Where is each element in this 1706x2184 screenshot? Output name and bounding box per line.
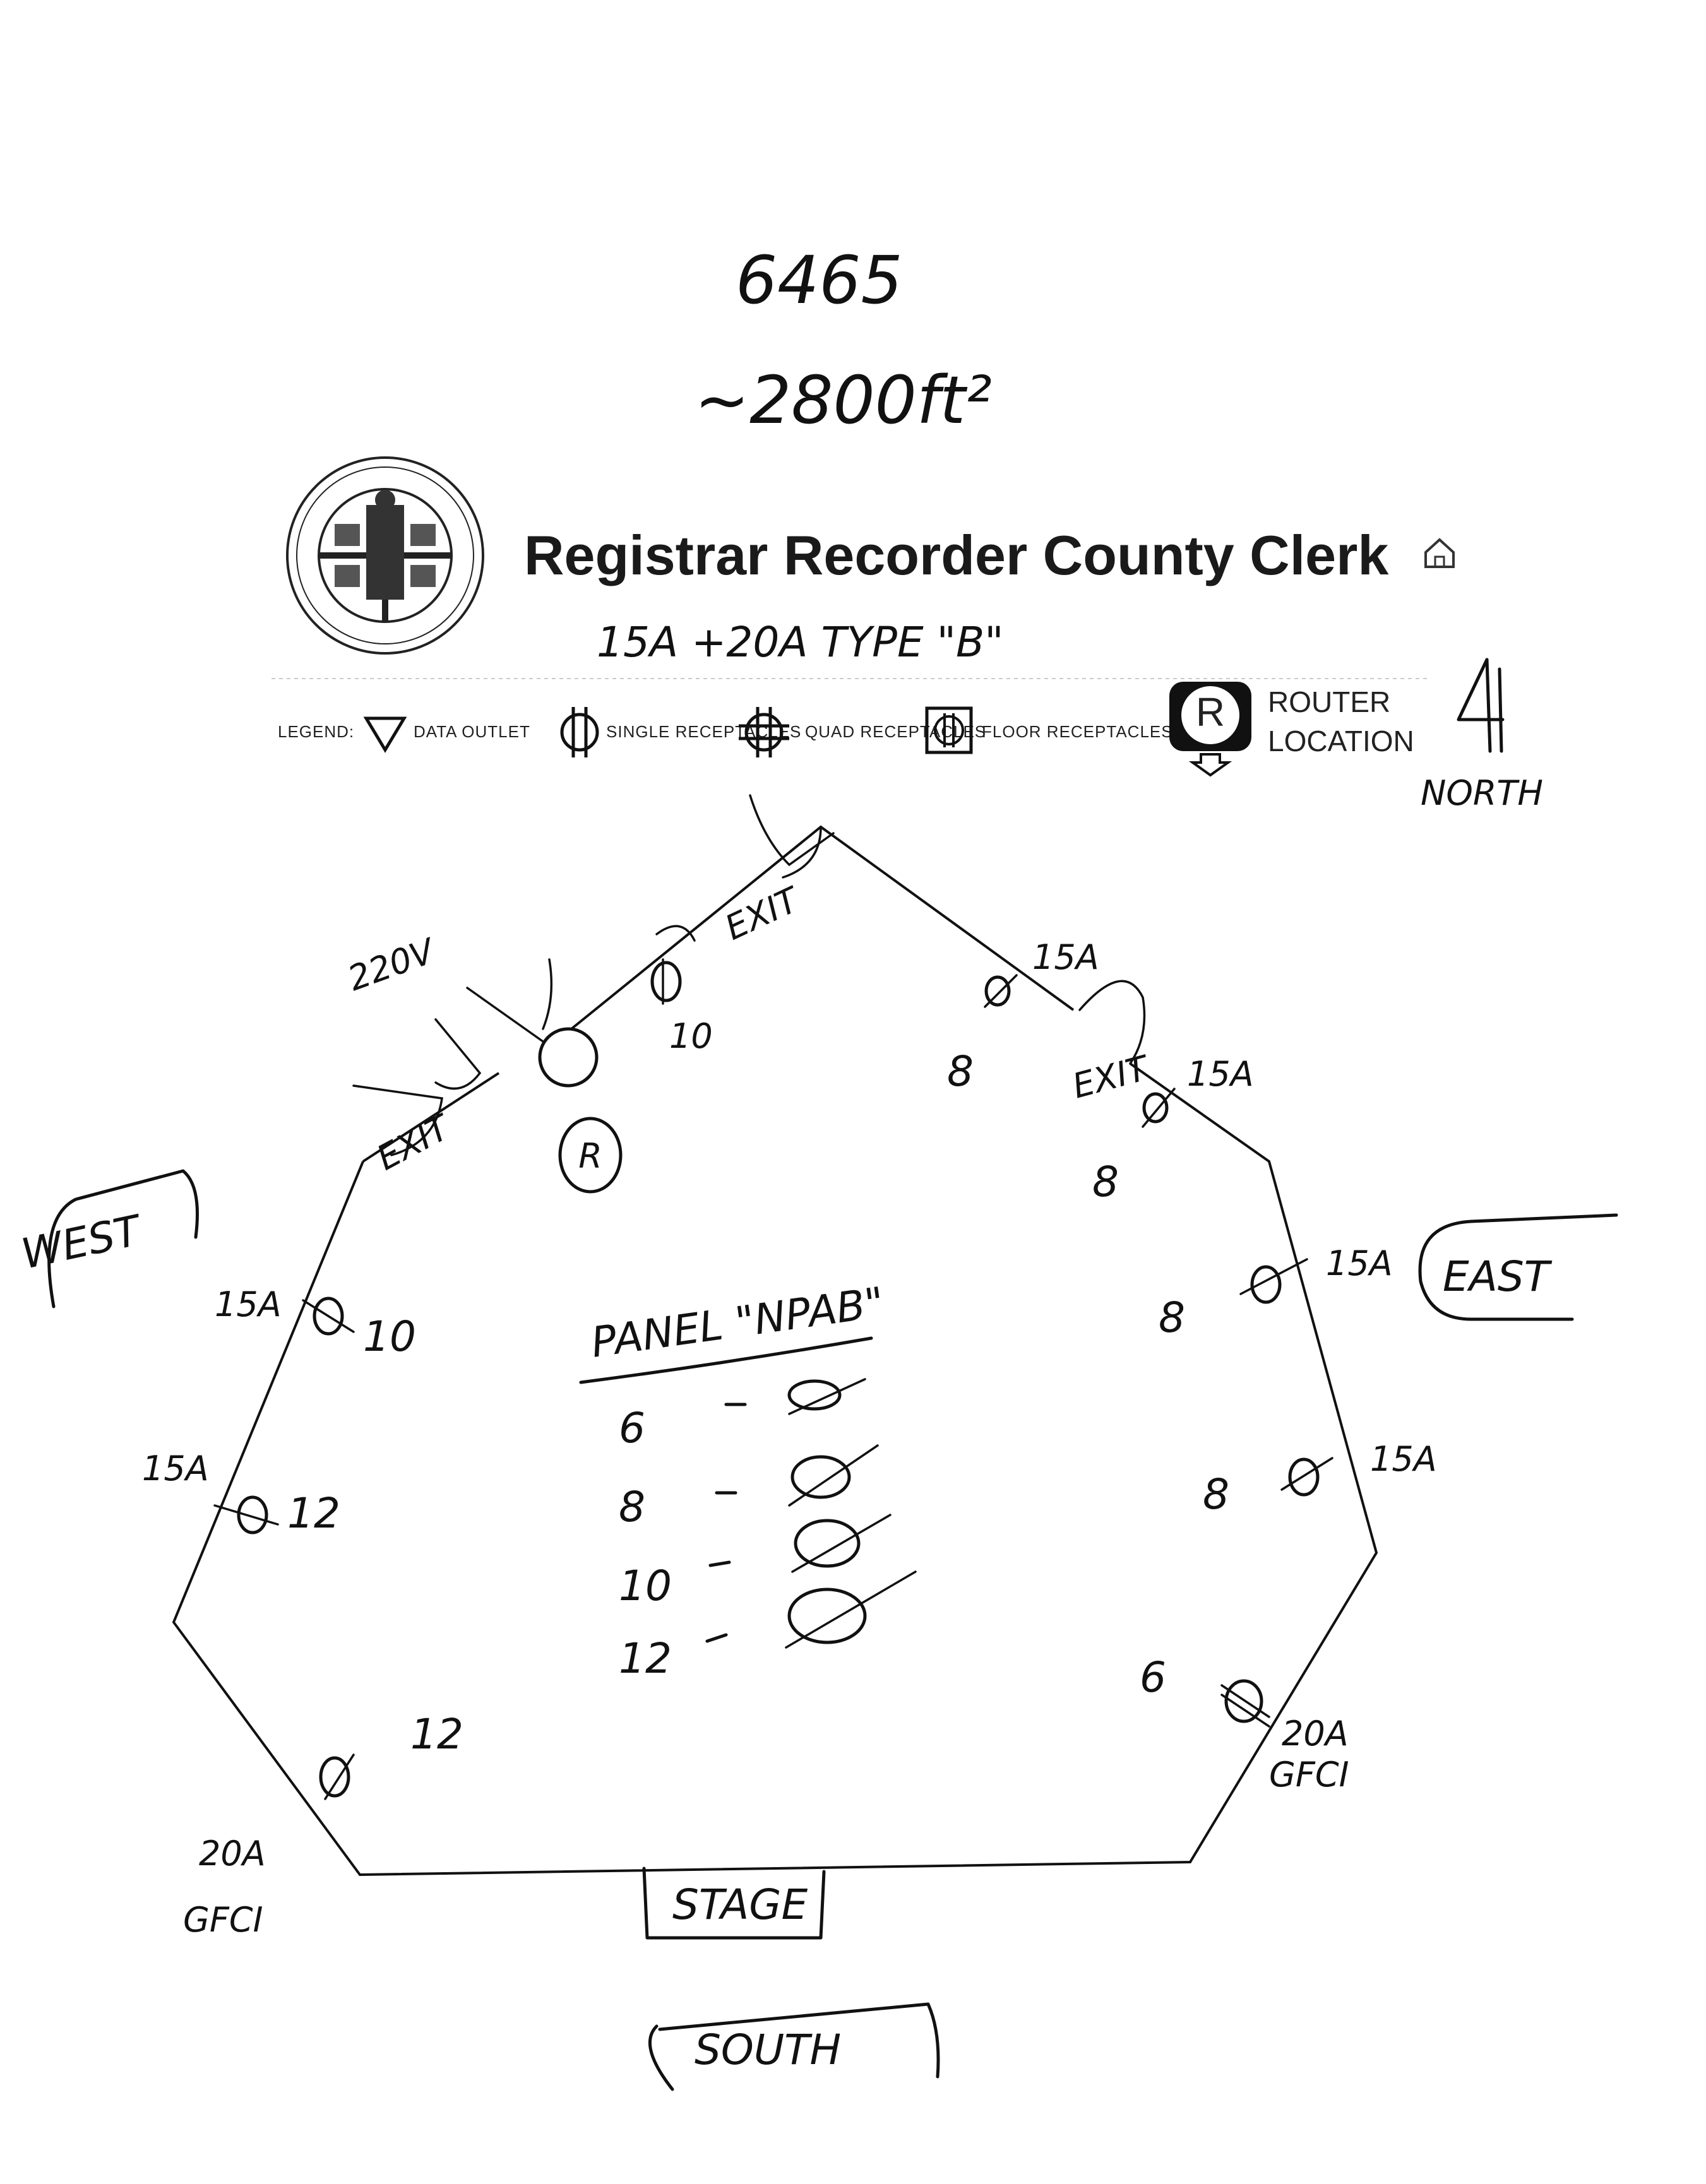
router-marker-letter: R [578, 1136, 602, 1176]
south-label: SOUTH [695, 2026, 841, 2074]
circuit-note: 15A +20A TYPE "B" [597, 618, 1004, 667]
legend-data-outlet: DATA OUTLET [414, 722, 530, 741]
legend: LEGEND: DATA OUTLET SINGLE RECEPTACLES Q… [278, 682, 1414, 777]
southeast-gfci: GFCI [1269, 1755, 1349, 1795]
room-area: ~2800ft² [695, 362, 992, 439]
exit-label-northeast: EXIT [1068, 1048, 1154, 1107]
ne1-count: 8 [947, 1047, 974, 1096]
svg-text:12: 12 [619, 1634, 672, 1683]
door-swing-west [352, 1018, 482, 1156]
router-label-line1: ROUTER [1268, 685, 1390, 718]
panel-row-12: 12 [619, 1570, 917, 1683]
door-swing-northeast [1078, 980, 1146, 1065]
stage-label: STAGE [672, 1880, 808, 1929]
exit-label-west: EXIT [371, 1107, 458, 1178]
southwest-count: 12 [410, 1710, 463, 1759]
receptacle-ne1 [984, 974, 1018, 1008]
west2-amp: 15A [142, 1449, 209, 1488]
west-label: WEST [17, 1206, 147, 1279]
receptacle-east1 [1239, 1258, 1308, 1304]
legend-quad-receptacle: QUAD RECEPTACLES [805, 722, 986, 741]
southwest-amp: 20A [199, 1834, 266, 1873]
router-marker [558, 1117, 623, 1194]
stage-box [642, 1866, 826, 1940]
ne1-amp: 15A [1032, 937, 1099, 977]
receptacle-west1 [302, 1297, 355, 1336]
svg-text:10: 10 [619, 1562, 672, 1610]
panel-row-6: 6 [619, 1378, 866, 1452]
svg-text:8: 8 [619, 1483, 645, 1531]
quad-receptacle-icon [739, 707, 789, 757]
single-receptacle-icon [560, 707, 599, 757]
north-arrow-icon [1457, 658, 1505, 753]
receptacle-ne2 [1142, 1088, 1176, 1128]
southeast-count: 6 [1140, 1653, 1166, 1702]
room-number: 6465 [736, 242, 903, 319]
door-swing-north [542, 794, 835, 1030]
panel-row-8: 8 [619, 1444, 879, 1531]
receptacle-west2 [213, 1495, 279, 1534]
svg-text:6: 6 [619, 1404, 645, 1452]
router-label-line2: LOCATION [1268, 725, 1414, 757]
label-220v: 220V [343, 930, 442, 999]
north-label: NORTH [1421, 773, 1543, 813]
receptacle-north [650, 958, 682, 1005]
receptacle-southeast-gfci [1220, 1679, 1270, 1728]
receptacle-southwest-gfci [319, 1754, 355, 1800]
ne2-amp: 15A [1187, 1054, 1254, 1094]
panel-row-10: 10 [619, 1514, 892, 1610]
ne2-count: 8 [1092, 1158, 1119, 1206]
county-seal-logo [286, 456, 484, 655]
receptacle-east2 [1280, 1457, 1333, 1497]
north-wall-count: 10 [669, 1016, 713, 1056]
west2-count: 12 [287, 1489, 340, 1538]
floor-receptacle-icon [925, 706, 973, 754]
page-title: Registrar Recorder County Clerk [524, 524, 1389, 586]
west1-amp: 15A [215, 1285, 282, 1324]
home-icon [1424, 538, 1455, 568]
router-symbol: R [1196, 689, 1225, 735]
east2-count: 8 [1203, 1470, 1229, 1519]
exit-label-north: EXIT [719, 879, 807, 948]
east-label: EAST [1443, 1252, 1553, 1301]
east1-count: 8 [1159, 1293, 1185, 1342]
router-location-icon [1169, 682, 1251, 777]
receptacle-220v [538, 1027, 599, 1088]
legend-label: LEGEND: [278, 722, 354, 741]
east2-amp: 15A [1370, 1439, 1437, 1479]
west-box [47, 1169, 199, 1309]
south-box [648, 2002, 940, 2091]
east-box [1418, 1213, 1618, 1321]
panel-title: PANEL "NPAB" [588, 1278, 888, 1367]
east1-amp: 15A [1326, 1243, 1393, 1283]
data-outlet-triangle-icon [363, 716, 407, 753]
west1-count: 10 [363, 1312, 416, 1361]
southwest-gfci: GFCI [183, 1900, 263, 1940]
legend-floor-receptacle: FLOOR RECEPTACLES [982, 722, 1173, 741]
southeast-amp: 20A [1282, 1714, 1349, 1754]
